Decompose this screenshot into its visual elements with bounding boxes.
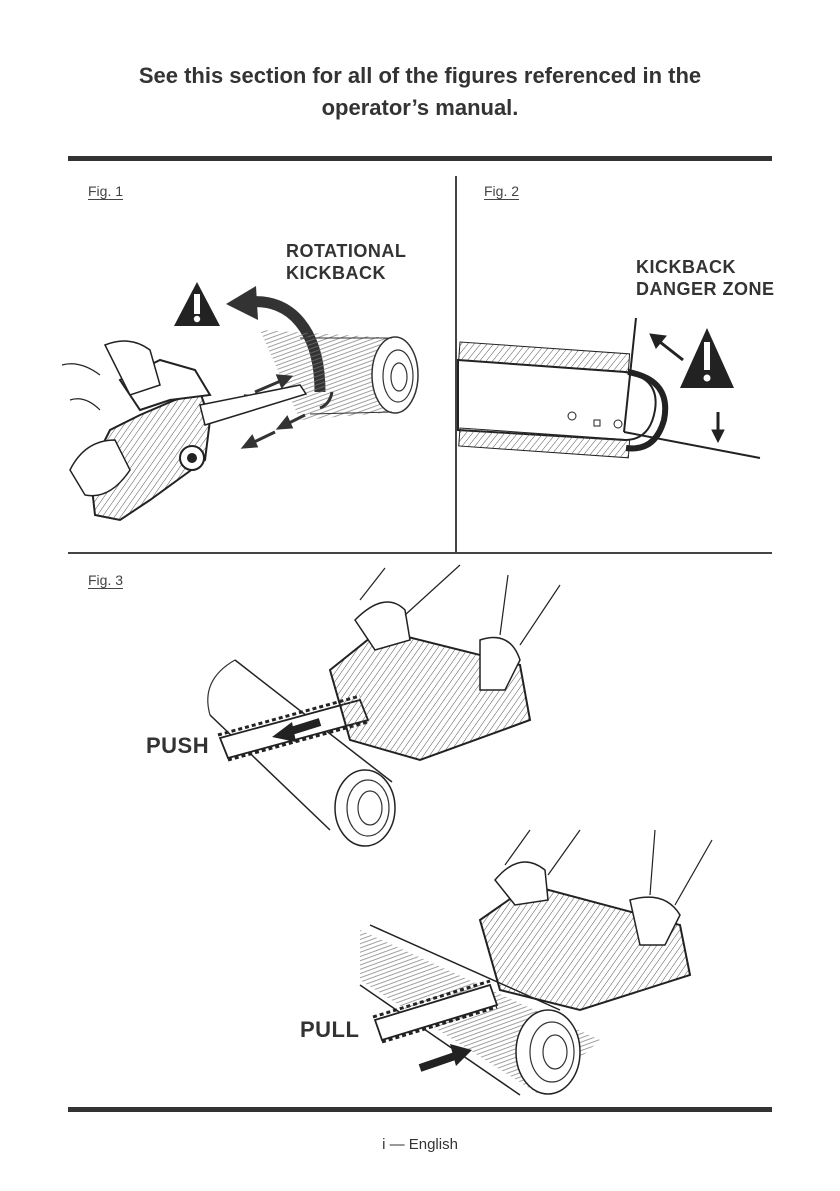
- fig-2-illustration: [458, 318, 760, 458]
- fig-1-illustration: [62, 282, 418, 520]
- straight-arrow-icon: [420, 1044, 472, 1068]
- fig-3-pull-illustration: [360, 830, 712, 1095]
- warning-triangle-icon: [174, 282, 220, 326]
- warning-triangle-icon: [680, 328, 734, 388]
- fig-3-push-illustration: [205, 565, 560, 846]
- fig-2-bar: [458, 342, 665, 458]
- fig-1-chainsaw: [62, 341, 306, 520]
- page-footer: i — English: [0, 1136, 840, 1153]
